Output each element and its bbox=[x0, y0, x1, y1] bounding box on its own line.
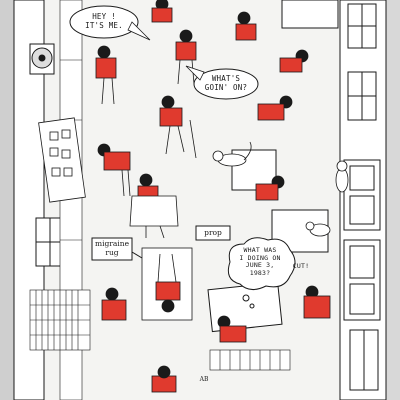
cat-lower-icon bbox=[305, 221, 331, 237]
figure-with-crutch bbox=[159, 95, 197, 159]
caption-migraine-line-2: rug bbox=[105, 247, 119, 257]
figure-holding-sheet bbox=[129, 173, 179, 239]
figure-bottom-center bbox=[151, 365, 177, 393]
figure-bending-left bbox=[97, 143, 131, 197]
speech-bubble-whats bbox=[193, 68, 259, 100]
caption-migraine-rug: migraine rug bbox=[92, 239, 132, 257]
figure-bottom-left bbox=[101, 287, 127, 321]
figure-left-top bbox=[95, 45, 117, 105]
notice-board bbox=[38, 117, 86, 203]
left-page-edge bbox=[0, 0, 14, 400]
figure-sitting-right-middle bbox=[255, 175, 285, 201]
window-top-right bbox=[347, 3, 377, 49]
radiator-bottom bbox=[209, 349, 291, 371]
speech-bubble-hey-tail bbox=[127, 21, 151, 41]
label-arrow-migraine bbox=[131, 251, 143, 259]
window-left bbox=[35, 217, 65, 267]
figure-top-center bbox=[151, 0, 173, 23]
figure-center-bottom bbox=[217, 315, 247, 343]
figure-sitting-top-right bbox=[235, 11, 257, 41]
bookshelf bbox=[29, 289, 91, 351]
label-box-prop bbox=[195, 225, 231, 241]
figure-right-middle bbox=[257, 95, 293, 121]
door-right bbox=[343, 159, 381, 231]
cat-right-icon bbox=[335, 160, 349, 193]
top-shelf bbox=[281, 0, 339, 29]
caption-migraine-line-1: migraine bbox=[94, 239, 130, 248]
speech-bubble-hey bbox=[69, 5, 139, 39]
window-bottom-right bbox=[343, 239, 381, 321]
figure-lying-on-rug bbox=[155, 253, 181, 313]
label-box-migraine bbox=[91, 237, 133, 261]
cat-icon bbox=[212, 141, 252, 167]
right-page-edge bbox=[386, 0, 400, 400]
thought-bubble bbox=[227, 237, 296, 290]
figure-standing-top bbox=[175, 29, 197, 85]
window-right-lowest bbox=[349, 329, 379, 391]
window-right-2 bbox=[347, 71, 377, 121]
fan-icon bbox=[29, 43, 55, 75]
figure-writing-right bbox=[303, 285, 331, 319]
thought-dot-2 bbox=[249, 303, 255, 309]
caption-prop: prop bbox=[204, 228, 222, 237]
figure-desk-top-right bbox=[279, 49, 309, 73]
speech-bubble-whats-tail bbox=[185, 65, 205, 81]
artist-signature: AB bbox=[199, 376, 209, 383]
thought-dot-1 bbox=[242, 294, 250, 302]
